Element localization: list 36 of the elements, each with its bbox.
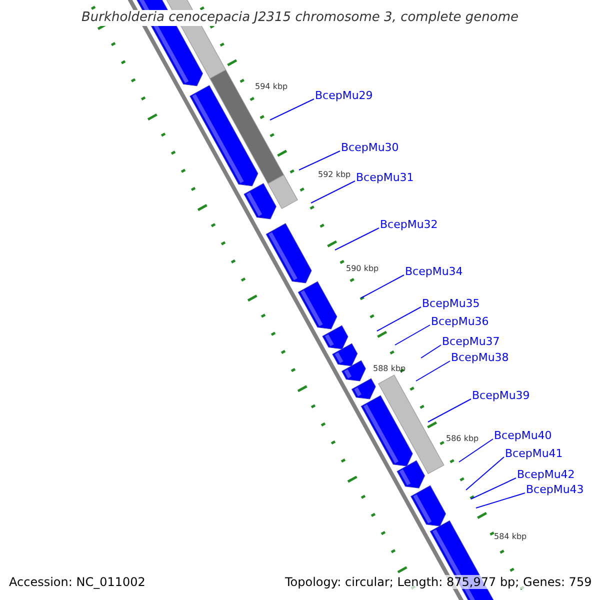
leader-line: [310, 180, 356, 204]
gene-label: BcepMu30: [341, 142, 399, 154]
leader-line: [420, 344, 442, 358]
gene-label: BcepMu39: [472, 390, 530, 402]
leader-line: [376, 306, 422, 332]
scale-label: 592 kbp: [318, 169, 351, 181]
leader-line: [428, 398, 472, 422]
leader-line: [298, 150, 340, 170]
gene-label: BcepMu37: [442, 336, 500, 348]
scale-label: 584 kbp: [494, 531, 527, 543]
leader-line: [458, 438, 494, 462]
gene-label: BcepMu42: [517, 469, 575, 481]
scale-label: 594 kbp: [255, 81, 288, 93]
scale-label: 586 kbp: [446, 433, 479, 445]
leader-line: [270, 98, 314, 120]
gene-label: BcepMu36: [431, 316, 489, 328]
gene-label: BcepMu31: [356, 172, 414, 184]
leader-line: [416, 360, 450, 382]
gene-label: BcepMu35: [422, 298, 480, 310]
leader-line: [470, 478, 516, 500]
leader-line: [476, 492, 526, 508]
leader-line: [360, 274, 404, 298]
gene-label: BcepMu34: [405, 266, 463, 278]
gene-label: BcepMu38: [451, 352, 509, 364]
gene-label: BcepMu29: [315, 90, 373, 102]
leader-line: [394, 324, 430, 346]
gene-label: BcepMu40: [494, 430, 552, 442]
accession-text: Accession: NC_011002: [9, 575, 146, 589]
gene-label: BcepMu43: [526, 484, 584, 496]
scale-label: 590 kbp: [346, 263, 379, 275]
genome-info-text: Topology: circular; Length: 875,977 bp; Genes: 759: [285, 575, 592, 589]
leader-line: [466, 456, 504, 490]
gene-label: BcepMu41: [505, 448, 563, 460]
leader-line: [334, 228, 380, 250]
gene-label: BcepMu32: [380, 219, 438, 231]
scale-label: 588 kbp: [373, 363, 406, 375]
